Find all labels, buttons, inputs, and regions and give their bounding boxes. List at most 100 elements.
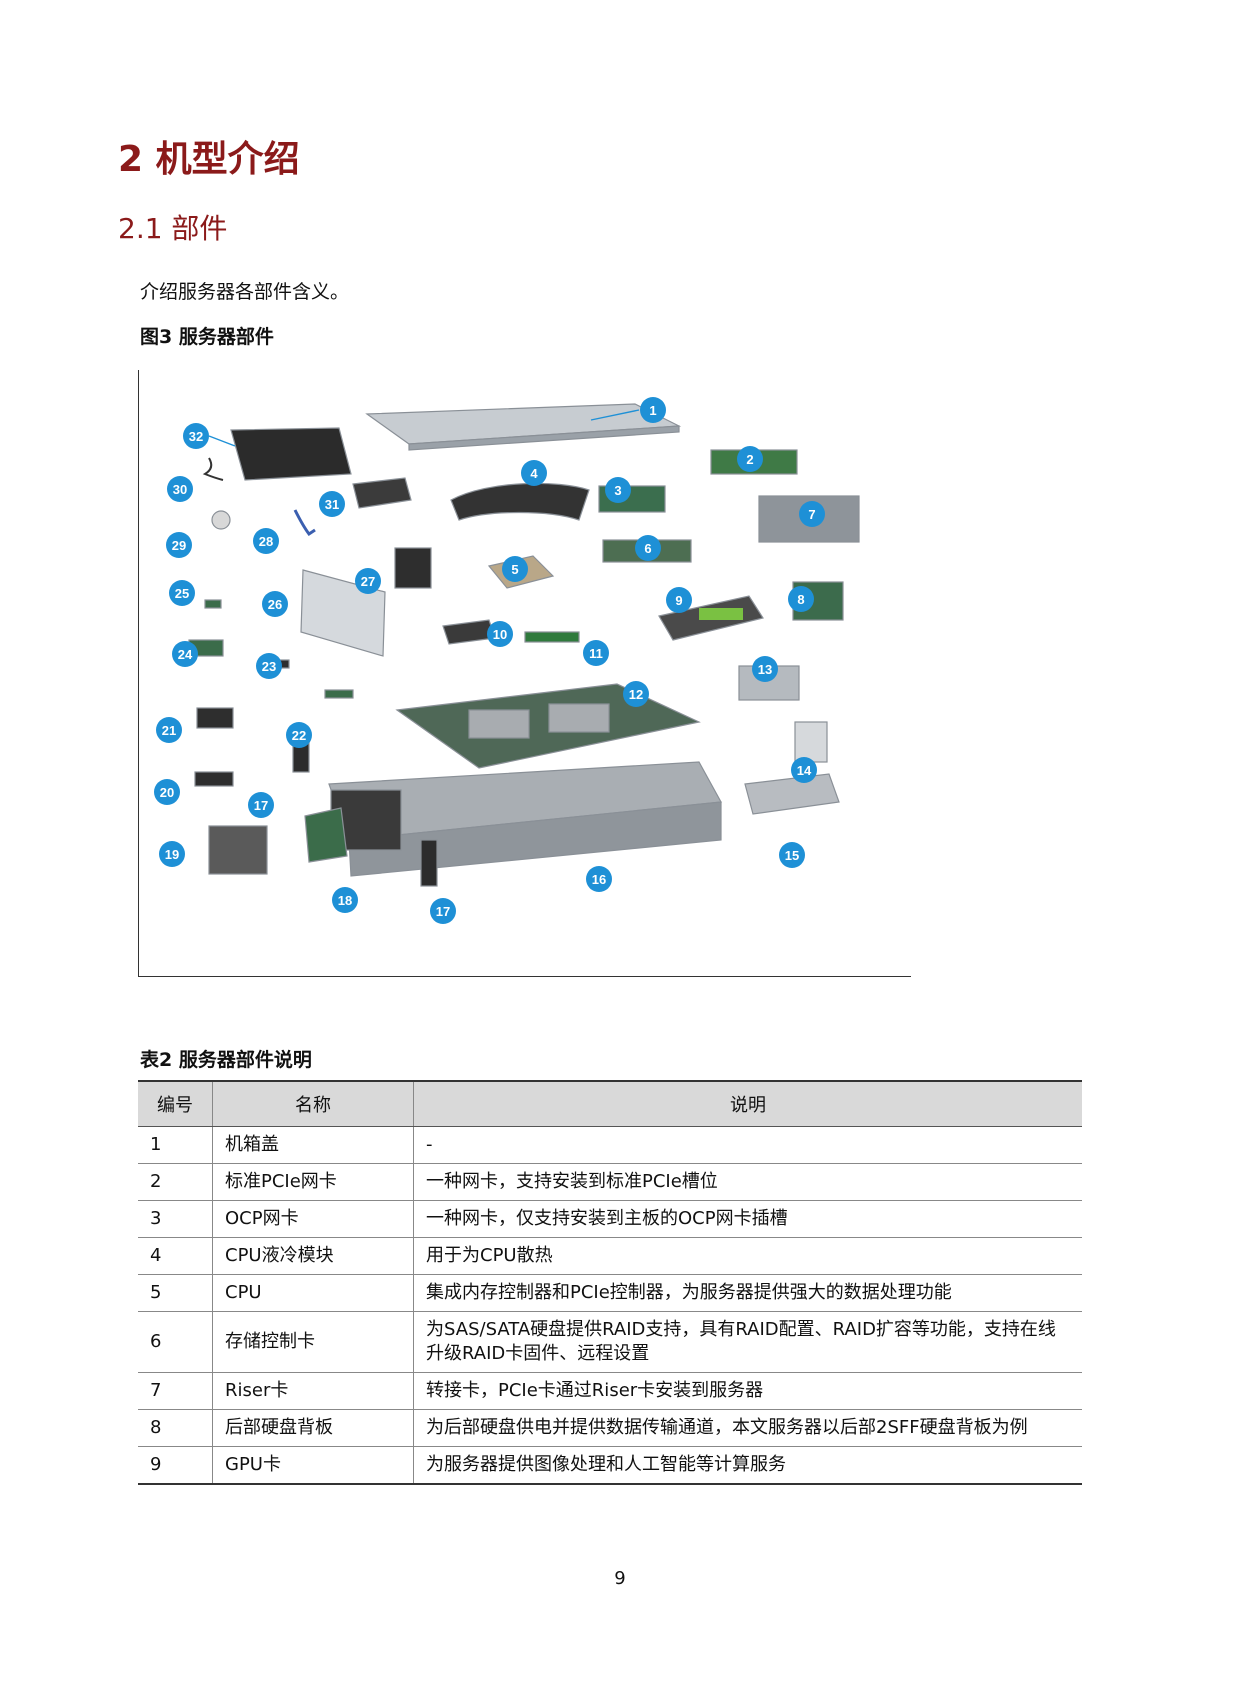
cell-name: 存储控制卡: [212, 1311, 414, 1373]
cell-id: 5: [138, 1274, 213, 1312]
svg-text:22: 22: [292, 728, 306, 743]
svg-text:28: 28: [259, 534, 273, 549]
cell-id: 7: [138, 1372, 213, 1410]
table-caption: 表2 服务器部件说明: [140, 1049, 312, 1071]
svg-text:25: 25: [175, 586, 189, 601]
callout-29: 29: [166, 532, 192, 558]
svg-text:4: 4: [530, 466, 538, 481]
callout-11: 11: [583, 640, 609, 666]
chassis-intrusion-switch: [293, 509, 316, 537]
callout-30: 30: [167, 476, 193, 502]
page-number: 9: [614, 1568, 626, 1589]
section-heading: 2.1 部件: [118, 212, 228, 245]
svg-text:7: 7: [808, 507, 815, 522]
svg-text:19: 19: [165, 847, 179, 862]
callout-9: 9: [666, 587, 692, 613]
svg-text:26: 26: [268, 597, 282, 612]
cell-description: 转接卡，PCIe卡通过Riser卡安装到服务器: [413, 1372, 1082, 1410]
cell-name: CPU: [212, 1274, 414, 1312]
motherboard: [395, 683, 701, 769]
exploded-view-illustration: 1 2 3 4 5 6 7 8 9 10 11 12 13 14 15 16 1…: [154, 397, 860, 924]
callout-17b: 17: [430, 898, 456, 924]
fan: [394, 547, 432, 589]
battery: [211, 510, 231, 530]
cell-id: 1: [138, 1126, 213, 1164]
cell-id: 4: [138, 1237, 213, 1275]
callout-25: 25: [169, 580, 195, 606]
col-header-description: 说明: [413, 1080, 1082, 1127]
svg-text:5: 5: [511, 562, 518, 577]
cell-description: -: [413, 1126, 1082, 1164]
callout-27: 27: [355, 568, 381, 594]
m2-card: [204, 599, 222, 609]
svg-text:24: 24: [178, 647, 193, 662]
callout-18: 18: [332, 887, 358, 913]
svg-text:21: 21: [162, 723, 176, 738]
callout-15: 15: [779, 842, 805, 868]
cell-id: 6: [138, 1311, 213, 1373]
svg-text:30: 30: [173, 482, 187, 497]
cell-description: 一种网卡，仅支持安装到主板的OCP网卡插槽: [413, 1200, 1082, 1238]
cell-name: 标准PCIe网卡: [212, 1163, 414, 1201]
cell-id: 3: [138, 1200, 213, 1238]
cell-id: 9: [138, 1446, 213, 1485]
table-header-row: 编号 名称 说明: [138, 1080, 1082, 1127]
intro-paragraph: 介绍服务器各部件含义。: [140, 281, 350, 303]
svg-text:27: 27: [361, 574, 375, 589]
callout-31: 31: [319, 491, 345, 517]
supercap: [196, 707, 234, 729]
svg-text:23: 23: [262, 659, 276, 674]
svg-text:32: 32: [189, 429, 203, 444]
callout-7: 7: [799, 501, 825, 527]
callout-13: 13: [752, 656, 778, 682]
svg-text:11: 11: [589, 646, 603, 661]
callout-3: 3: [605, 477, 631, 503]
col-header-id: 编号: [138, 1080, 213, 1127]
cell-description: 一种网卡，支持安装到标准PCIe槽位: [413, 1163, 1082, 1201]
callout-28: 28: [253, 528, 279, 554]
callout-14: 14: [791, 757, 817, 783]
cell-name: Riser卡: [212, 1372, 414, 1410]
svg-text:20: 20: [160, 785, 174, 800]
cpu-retention: [352, 477, 412, 509]
callout-32: 32: [183, 423, 209, 449]
figure-caption: 图3 服务器部件: [140, 326, 274, 348]
cell-name: GPU卡: [212, 1446, 414, 1485]
cable: [202, 457, 224, 481]
callout-19: 19: [159, 841, 185, 867]
callout-21: 21: [156, 717, 182, 743]
chapter-heading: 2 机型介绍: [118, 139, 300, 180]
air-duct: [230, 427, 352, 481]
dimm: [524, 631, 580, 643]
svg-text:2: 2: [746, 452, 753, 467]
cell-description: 用于为CPU散热: [413, 1237, 1082, 1275]
svg-text:8: 8: [797, 592, 804, 607]
chassis-ear-right: [420, 839, 438, 887]
svg-text:14: 14: [797, 763, 812, 778]
callout-20: 20: [154, 779, 180, 805]
callout-5: 5: [502, 556, 528, 582]
cell-name: CPU液冷模块: [212, 1237, 414, 1275]
cell-description: 为后部硬盘供电并提供数据传输通道，本文服务器以后部2SFF硬盘背板为例: [413, 1409, 1082, 1447]
callout-6: 6: [635, 535, 661, 561]
callout-1: 1: [640, 397, 666, 423]
callout-17a: 17: [248, 792, 274, 818]
callout-group: 1 2 3 4 5 6 7 8 9 10 11 12 13 14 15 16 1…: [154, 397, 825, 924]
svg-text:18: 18: [338, 893, 352, 908]
sata-card: [324, 689, 354, 699]
callout-26: 26: [262, 591, 288, 617]
cell-description: 为服务器提供图像处理和人工智能等计算服务: [413, 1446, 1082, 1485]
svg-text:16: 16: [592, 872, 606, 887]
callout-8: 8: [788, 586, 814, 612]
svg-text:6: 6: [644, 541, 651, 556]
cell-name: 后部硬盘背板: [212, 1409, 414, 1447]
svg-text:12: 12: [629, 687, 643, 702]
callout-22: 22: [286, 722, 312, 748]
